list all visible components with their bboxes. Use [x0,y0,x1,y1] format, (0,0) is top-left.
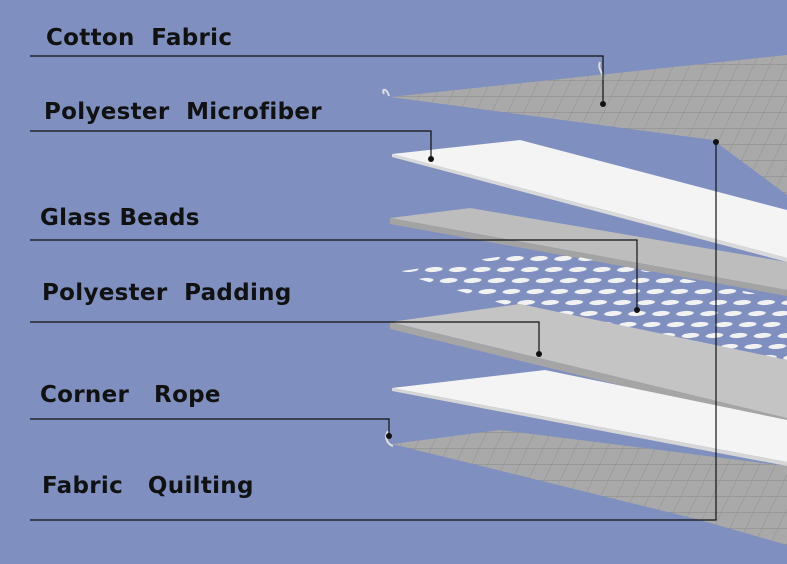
leader-dot-polyester-microfiber [428,156,434,162]
label-fabric-quilting: Fabric Quilting [42,473,254,499]
polyester-microfiber-edge [392,154,787,262]
corner-rope-sheet-layer [392,370,787,466]
glass-beads-tray-edge [390,218,787,296]
leader-line-glass-beads [30,239,638,310]
glass-beads-tray-layer [390,208,787,296]
corner-rope-white-edge [392,388,787,466]
leader-dots [386,101,719,439]
leader-dot-cotton-fabric [600,101,606,107]
leader-line-fabric-quilting [30,142,717,521]
label-cotton-fabric: Cotton Fabric [46,25,233,51]
cotton-fabric-sheet [390,55,787,195]
label-polyester-microfiber: Polyester Microfiber [44,99,322,125]
leader-dot-fabric-quilting [713,139,719,145]
cotton-fabric-corner-loop [382,88,390,97]
polyester-padding-sheet [390,304,787,418]
label-corner-rope: Corner Rope [40,382,221,408]
polyester-microfiber-sheet [392,140,787,258]
label-glass-beads: Glass Beads [40,205,200,231]
corner-rope-loop [385,430,394,447]
corner-rope-white-sheet [392,370,787,462]
leader-line-polyester-padding [30,321,540,354]
leader-line-cotton-fabric [30,55,604,104]
fabric-quilting-sheet [392,430,787,545]
leader-dot-glass-beads [634,307,640,313]
leader-dot-polyester-padding [536,351,542,357]
leader-line-corner-rope [30,418,390,436]
leader-lines [30,55,717,521]
glass-beads-tray-sheet [390,208,787,290]
leader-line-polyester-microfiber [30,130,432,159]
polyester-microfiber-layer [392,140,787,262]
fabric-quilting-layer [385,430,787,545]
label-polyester-padding: Polyester Padding [42,280,292,306]
leader-dot-corner-rope [386,433,392,439]
